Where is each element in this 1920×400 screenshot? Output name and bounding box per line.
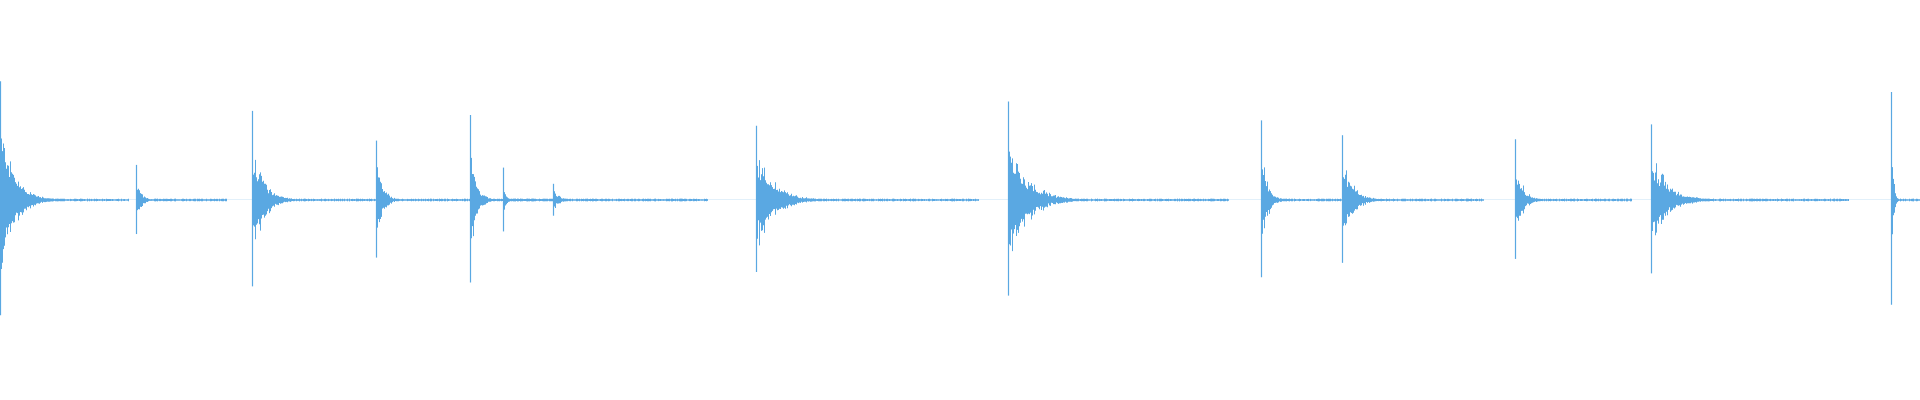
- transient-decay: [1, 138, 129, 269]
- transient-7: [552, 183, 708, 216]
- transient-4: [375, 140, 470, 258]
- transient-1: [0, 81, 129, 316]
- transient-10: [1260, 120, 1342, 278]
- transient-decay: [471, 157, 553, 239]
- transient-5: [469, 114, 553, 283]
- transient-decay: [554, 191, 708, 208]
- transient-decay: [1009, 151, 1229, 252]
- transient-decay: [1516, 179, 1632, 221]
- transient-14: [1890, 92, 1920, 305]
- transient-decay: [253, 159, 376, 240]
- transient-decay: [137, 188, 227, 211]
- transient-decay: [377, 167, 470, 228]
- transient-decay: [1262, 167, 1342, 234]
- transient-11: [1341, 135, 1484, 263]
- transient-8: [755, 125, 979, 273]
- transient-6: [502, 167, 551, 232]
- waveform-strokes: [0, 81, 1920, 316]
- transient-decay: [1892, 167, 1920, 235]
- transient-9: [1007, 101, 1229, 296]
- transient-12: [1514, 139, 1632, 259]
- transient-decay: [757, 160, 979, 246]
- transient-decay: [1343, 170, 1484, 226]
- transient-2: [135, 164, 227, 235]
- transient-decay: [504, 192, 551, 210]
- transient-13: [1650, 124, 1849, 274]
- transient-3: [251, 110, 376, 287]
- transient-decay: [1652, 163, 1849, 236]
